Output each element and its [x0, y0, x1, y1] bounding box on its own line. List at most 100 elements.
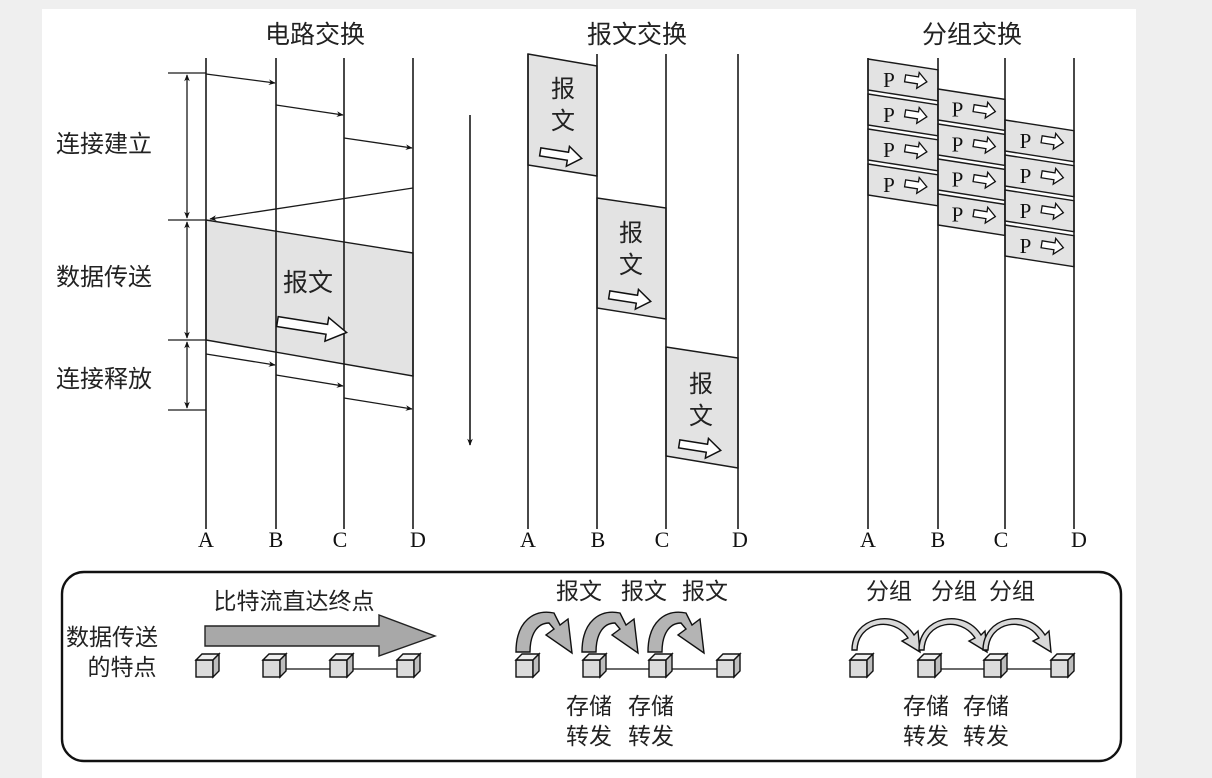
- node-cube-icon: [194, 652, 221, 679]
- packet-label: P: [1020, 234, 1032, 258]
- packet-node-label-c: C: [994, 527, 1009, 552]
- packet-block: [867, 93, 939, 137]
- circuit-node-label-d: D: [410, 527, 426, 552]
- setup-arrow-b-c: [275, 104, 344, 117]
- release-arrow-a-b: [205, 353, 276, 367]
- hop-arrow-icon: [851, 618, 921, 654]
- packet-label: P: [1020, 129, 1032, 153]
- message-block-label: 报: [619, 219, 643, 247]
- packet-hop-label-2: 分组: [931, 579, 977, 605]
- packet-node-label-a: A: [860, 527, 876, 552]
- hop-arrow-icon: [982, 618, 1052, 654]
- packet-block: [867, 58, 939, 102]
- release-arrow-b-c: [275, 374, 344, 388]
- packet-store-label-2: 存储: [963, 694, 1009, 720]
- message-hop-label-2: 报文: [621, 579, 667, 605]
- packet-label: P: [1020, 164, 1032, 188]
- packet-label: P: [883, 173, 895, 197]
- circuit-node-label-a: A: [198, 527, 214, 552]
- setup-arrow-c-d: [343, 137, 413, 150]
- packet-label: P: [952, 168, 964, 192]
- packet-block: [1004, 154, 1075, 198]
- packet-store-label-1: 存储: [903, 694, 949, 720]
- packet-label: P: [883, 138, 895, 162]
- node-cube-icon: [647, 652, 674, 679]
- packet-direction-arrow-icon: [1040, 166, 1065, 186]
- packet-block: [1004, 119, 1075, 163]
- packet-hop-row: [851, 618, 1052, 654]
- packet-direction-arrow-icon: [972, 135, 997, 155]
- node-cube-icon: [328, 652, 355, 679]
- packet-forward-label-1: 转发: [903, 724, 949, 750]
- packet-switching-title: 分组交换: [922, 20, 1022, 49]
- packet-block: [1004, 224, 1075, 268]
- circuit-node-label-b: B: [269, 527, 284, 552]
- message-hop-label-3: 报文: [682, 579, 728, 605]
- packet-block: [867, 163, 939, 207]
- node-cube-icon: [261, 652, 288, 679]
- message-node-row: [514, 652, 742, 679]
- message-hop-label-1: 报文: [556, 579, 602, 605]
- packet-forward-label-2: 转发: [963, 724, 1009, 750]
- bitstream-arrow-icon: [204, 613, 438, 657]
- hop-arrow-icon: [918, 618, 988, 654]
- packet-direction-arrow-icon: [972, 170, 997, 190]
- node-cube-icon: [581, 652, 608, 679]
- hop-arrow-icon: [581, 611, 639, 655]
- packet-block: [937, 193, 1006, 237]
- packet-direction-arrow-icon: [903, 175, 928, 195]
- message-block-label: 文: [619, 251, 643, 279]
- packet-direction-arrow-icon: [972, 100, 997, 120]
- switching-comparison-diagram: 电路交换 连接建立 数据传送 连接释放 报文 A B: [56, 20, 1123, 763]
- packet-node-label-d: D: [1071, 527, 1087, 552]
- packet-label: P: [883, 68, 895, 92]
- ack-arrow-d-a: [209, 187, 414, 221]
- packet-direction-arrow-icon: [903, 140, 928, 160]
- packet-label: P: [952, 203, 964, 227]
- legend-row-title-line1: 数据传送: [66, 625, 158, 651]
- phase-label-transfer: 数据传送: [56, 263, 152, 291]
- message-switching-title: 报文交换: [587, 20, 687, 49]
- phase-label-release: 连接释放: [56, 365, 152, 393]
- packet-direction-arrow-icon: [1040, 236, 1065, 256]
- release-arrow-c-d: [343, 397, 413, 411]
- message-direction-arrow-icon: [677, 436, 723, 460]
- message-block-label: 报: [551, 75, 575, 103]
- packet-hop-label-3: 分组: [989, 579, 1035, 605]
- phase-label-setup: 连接建立: [56, 130, 152, 158]
- hop-arrow-icon: [515, 611, 573, 655]
- message-block-label: 文: [551, 107, 575, 135]
- circuit-switching-title: 电路交换: [265, 20, 365, 49]
- circuit-direction-arrow-icon: [275, 315, 349, 343]
- packet-label: P: [952, 133, 964, 157]
- message-store-label-1: 存储: [566, 694, 612, 720]
- packet-label: P: [883, 103, 895, 127]
- packet-hop-label-1: 分组: [866, 579, 912, 605]
- packet-label: P: [1020, 199, 1032, 223]
- message-node-label-a: A: [520, 527, 536, 552]
- legend-frame: [60, 570, 1123, 763]
- setup-arrow-a-b: [205, 73, 276, 85]
- packet-block: [937, 158, 1006, 202]
- node-cube-icon: [395, 652, 422, 679]
- packet-direction-arrow-icon: [903, 105, 928, 125]
- circuit-node-row: [194, 652, 422, 679]
- message-node-label-d: D: [732, 527, 748, 552]
- message-hop-row: [515, 611, 705, 655]
- node-cube-icon: [982, 652, 1009, 679]
- message-block-label: 文: [689, 402, 713, 430]
- circuit-legend-caption: 比特流直达终点: [214, 589, 375, 615]
- diagram-canvas: 电路交换 连接建立 数据传送 连接释放 报文 A B: [42, 9, 1136, 778]
- packet-block: [937, 123, 1006, 167]
- circuit-message-label: 报文: [283, 268, 333, 297]
- message-forward-label-1: 转发: [566, 724, 612, 750]
- packet-direction-arrow-icon: [1040, 131, 1065, 151]
- packet-direction-arrow-icon: [903, 70, 928, 90]
- packet-node-row: [848, 652, 1076, 679]
- transfer-characteristics-panel: 数据传送 的特点 比特流直达终点 报文 报文 报文 存储 存储 转发 转发 分组…: [60, 570, 1123, 763]
- message-direction-arrow-icon: [607, 287, 653, 311]
- node-cube-icon: [916, 652, 943, 679]
- node-cube-icon: [848, 652, 875, 679]
